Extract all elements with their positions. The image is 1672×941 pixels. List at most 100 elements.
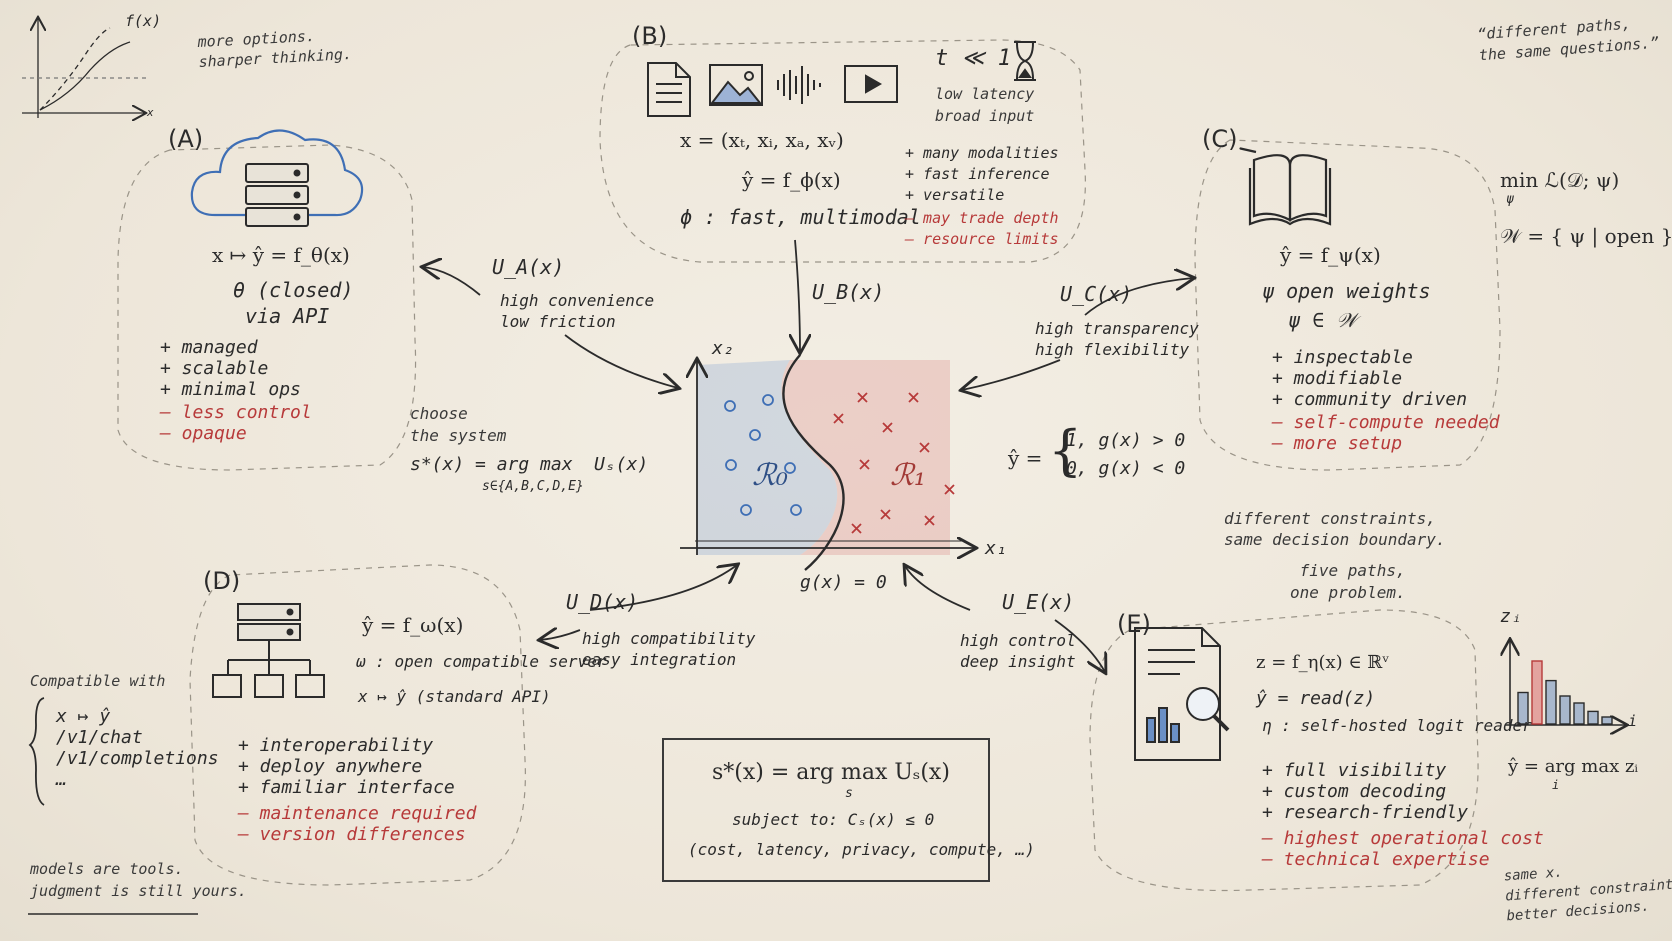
logit-bar bbox=[1573, 702, 1585, 725]
arrow-a-in bbox=[564, 334, 678, 388]
arrow-e-in bbox=[905, 566, 971, 611]
book-icon bbox=[1239, 147, 1332, 226]
arrow-d-in bbox=[589, 565, 737, 611]
arrow-b-label: U_B(x) bbox=[812, 280, 885, 304]
compat-brace bbox=[28, 697, 45, 806]
five-paths-note: five paths,one problem. bbox=[1290, 561, 1406, 602]
panel-b-formula-3: ϕ : fast, multimodal bbox=[680, 205, 921, 229]
video-icon bbox=[844, 65, 898, 103]
boundary-note: different constraints,same decision boun… bbox=[1224, 509, 1446, 549]
objective-box: s*(x) = arg max Uₛ(x) s subject to: Cₛ(x… bbox=[662, 738, 1035, 882]
top-left-note: more options.sharper thinking. bbox=[197, 26, 353, 71]
arrow-c-out bbox=[1084, 278, 1193, 316]
objective-constraint: subject to: Cₛ(x) ≤ 0 bbox=[732, 810, 935, 829]
network-server-icon bbox=[212, 603, 325, 698]
decision-boundary bbox=[782, 354, 845, 571]
boundary-label: g(x) = 0 bbox=[800, 572, 887, 593]
region-1-shade bbox=[781, 360, 950, 555]
panel-d-pros: + interoperability+ deploy anywhere+ fam… bbox=[238, 735, 455, 798]
x2-label: x₂ bbox=[712, 338, 734, 359]
arrow-c-label: U_C(x) bbox=[1060, 282, 1133, 306]
arrow-a-label: U_A(x) bbox=[492, 255, 565, 279]
panel-c-formula: ŷ = f_ψ(x) bbox=[1280, 243, 1381, 267]
panel-e-cons: – highest operational cost– technical ex… bbox=[1262, 828, 1544, 870]
arrow-b bbox=[795, 239, 800, 352]
mini-chart-fx-label: f(x) bbox=[125, 12, 162, 30]
logit-bar bbox=[1559, 695, 1571, 725]
panel-e-reader: η : self-hosted logit reader bbox=[1262, 716, 1532, 735]
panel-a-tag: (A) bbox=[168, 125, 204, 153]
panel-b-outline bbox=[599, 39, 1086, 263]
compat-title: Compatible with bbox=[30, 672, 166, 690]
panel-c-objective-sub: ψ bbox=[1506, 192, 1514, 207]
logit-axis-x: i bbox=[1628, 712, 1638, 730]
logit-argmax-sub: i bbox=[1552, 778, 1560, 792]
panel-c-open-weights: ψ open weights bbox=[1262, 279, 1431, 303]
panel-c-pros: + inspectable+ modifiable+ community dri… bbox=[1272, 347, 1468, 410]
server-icon bbox=[245, 163, 309, 227]
hourglass-icon bbox=[1014, 41, 1036, 81]
compat-list: x ↦ ŷ/v1/chat/v1/completions… bbox=[56, 706, 219, 790]
arrow-e-label: U_E(x) bbox=[1002, 590, 1075, 614]
region-1-label: ℛ₁ bbox=[890, 458, 926, 493]
panel-e-pros: + full visibility+ custom decoding+ rese… bbox=[1262, 760, 1468, 823]
choose-formula: s*(x) = arg max bbox=[410, 454, 573, 475]
class-1-points bbox=[833, 392, 955, 534]
panel-a-closed: θ (closed) bbox=[233, 278, 354, 302]
region-0-shade bbox=[697, 360, 838, 555]
arrow-e-out bbox=[1054, 619, 1105, 672]
panel-a-cons: – less control– opaque bbox=[160, 402, 312, 444]
panel-c-set: 𝒲 = { ψ | open } bbox=[1500, 224, 1672, 248]
logit-argmax: ŷ = arg max zᵢ bbox=[1508, 756, 1639, 777]
panel-b-pros: + many modalities+ fast inference+ versa… bbox=[905, 144, 1059, 204]
cloud-icon bbox=[190, 129, 364, 217]
logit-chart bbox=[1505, 640, 1626, 728]
logit-bar bbox=[1587, 710, 1599, 725]
choose-utility: Uₛ(x) bbox=[594, 454, 649, 475]
panel-a-pros: + managed+ scalable+ minimal ops bbox=[160, 337, 301, 400]
panel-b-cons: – may trade depth– resource limits bbox=[905, 209, 1059, 248]
class-0-points bbox=[724, 394, 802, 516]
panel-e-tag: (E) bbox=[1117, 610, 1151, 638]
panel-e-read: ŷ = read(z) bbox=[1256, 688, 1376, 709]
panel-c-outline bbox=[1194, 139, 1501, 471]
panel-d-tag: (D) bbox=[203, 567, 241, 595]
panel-b-time: t ≪ 1 bbox=[935, 46, 1012, 71]
piecewise-brace: { bbox=[1048, 419, 1083, 482]
arrow-c-in bbox=[962, 359, 1061, 390]
panel-a-formula: x ↦ ŷ = f_θ(x) bbox=[212, 243, 350, 267]
logit-bar bbox=[1531, 660, 1543, 725]
piecewise-case-1: 1, g(x) > 0 bbox=[1066, 430, 1186, 451]
panel-c-objective: min ℒ(𝒟; ψ) bbox=[1500, 168, 1620, 192]
x1-label: x₁ bbox=[985, 538, 1007, 559]
panel-d-formula: ŷ = f_ω(x) bbox=[362, 613, 464, 637]
panel-e-formula: z = f_η(x) ∈ ℝᵛ bbox=[1256, 652, 1390, 673]
panel-c-cons: – self-compute needed– more setup bbox=[1272, 412, 1500, 454]
logit-bar bbox=[1601, 716, 1613, 725]
panel-a-api: via API bbox=[245, 304, 330, 328]
panel-d-server: ω : open compatible server bbox=[356, 652, 607, 671]
arrow-d-out bbox=[540, 630, 581, 640]
mini-chart bbox=[22, 18, 150, 118]
panel-e-outline bbox=[1089, 609, 1479, 892]
audio-icon bbox=[777, 66, 821, 104]
objective-formula: s*(x) = arg max Uₛ(x) bbox=[712, 760, 950, 785]
image-icon bbox=[709, 64, 763, 106]
objective-subscript: s bbox=[845, 786, 853, 801]
mini-chart-x-label: x bbox=[147, 106, 154, 119]
panel-c-membership: ψ ∈ 𝒲 bbox=[1288, 308, 1358, 332]
panel-d-cons: – maintenance required– version differen… bbox=[238, 803, 477, 845]
logit-axis-y: zᵢ bbox=[1500, 606, 1522, 627]
panel-d-standard-api: x ↦ ŷ (standard API) bbox=[358, 687, 551, 706]
piecewise-yhat: ŷ = bbox=[1008, 446, 1043, 470]
choose-subscript: s∈{A,B,C,D,E} bbox=[482, 479, 584, 494]
piecewise-case-0: 0, g(x) < 0 bbox=[1066, 458, 1186, 479]
arrow-d-label: U_D(x) bbox=[566, 590, 639, 614]
logit-bar bbox=[1517, 691, 1529, 725]
